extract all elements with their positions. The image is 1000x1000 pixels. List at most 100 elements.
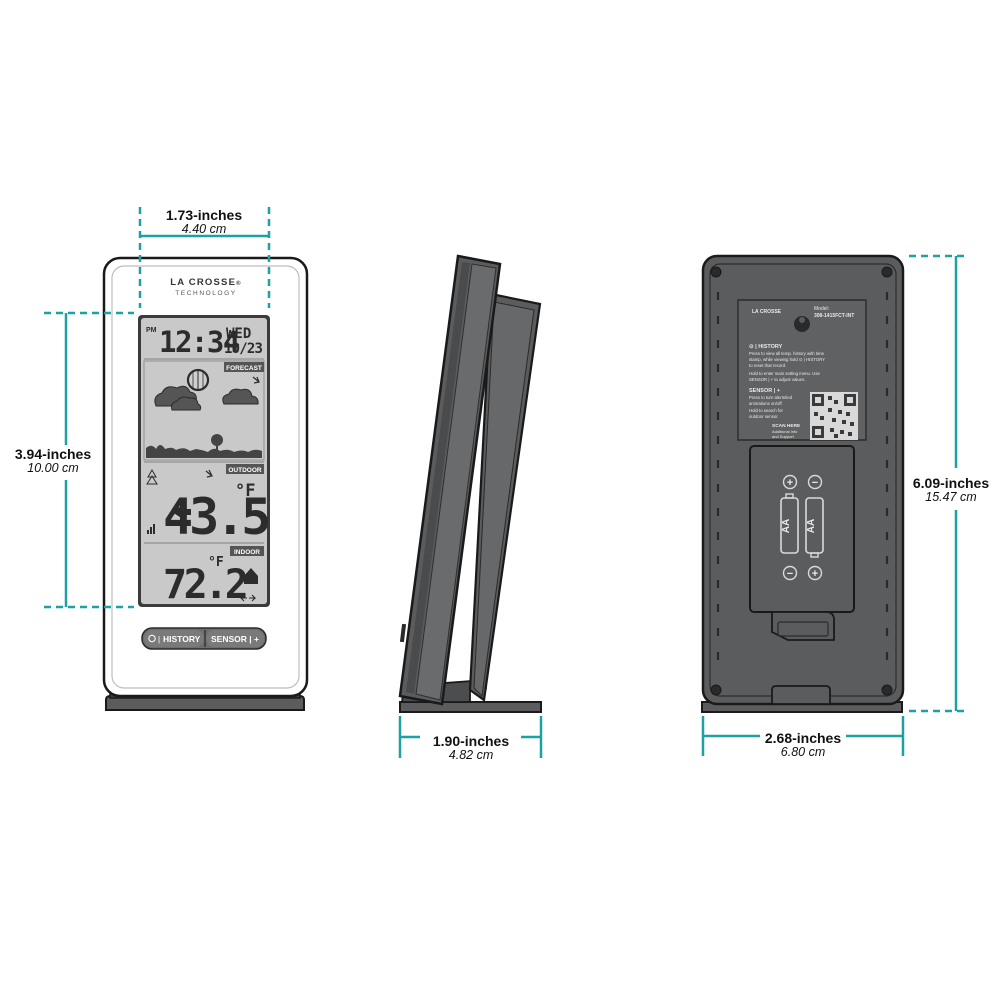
sensor-text-4: outdoor sensor.: [749, 414, 779, 419]
clock-time: 12:34: [159, 325, 240, 359]
sensor-text-2: animations on/off: [749, 401, 782, 406]
svg-text:−: −: [787, 568, 793, 580]
back-width-dimension: 2.68-inches 6.80 cm: [701, 716, 905, 759]
scan-text-1: Additional Info: [772, 429, 798, 434]
forecast-badge: [224, 362, 264, 372]
front-height-dimension: 3.94-inches 10.00 cm: [15, 311, 134, 609]
back-width-secondary: 6.80 cm: [781, 745, 825, 759]
back-height-primary: 6.09-inches: [913, 475, 989, 491]
battery-icon-2: AA: [805, 497, 824, 558]
minus-icon-bottom: −: [782, 565, 798, 581]
outdoor-label: OUTDOOR: [228, 467, 262, 474]
back-model: 308-1415FCT-INT: [814, 313, 854, 319]
forecast-panel: [143, 360, 265, 461]
screw-icon-bottom-right: [881, 684, 893, 696]
scan-title: SCAN HERE: [772, 423, 801, 429]
front-body-inner: [111, 265, 300, 689]
history-text-1: Press to view all temp. history with tim…: [749, 351, 825, 356]
trend-arrow-icon: [205, 469, 213, 478]
qr-code-icon: [810, 392, 858, 440]
sync-arrows-icon: [240, 594, 257, 602]
svg-text:+: +: [787, 477, 793, 489]
side-depth-secondary: 4.82 cm: [449, 748, 493, 762]
plus-icon-bottom: +: [807, 565, 823, 581]
battery-cover-latch-grip: [777, 621, 829, 637]
front-height-primary: 3.94-inches: [15, 446, 91, 462]
cloud-icon-small: [171, 396, 202, 411]
history-text-2: stamp, while viewing hold ⊙ | HISTORY: [749, 357, 825, 362]
battery-cover-latch[interactable]: [771, 611, 835, 641]
sensor-title: SENSOR | +: [749, 388, 780, 394]
back-height-secondary: 15.47 cm: [925, 490, 976, 504]
sensor-button-label: SENSOR | +: [211, 634, 259, 644]
back-view: LA CROSSE Model: 308-1415FCT-INT ⊙ | HIS…: [701, 254, 905, 713]
outdoor-badge: [226, 464, 264, 474]
svg-text:−: −: [812, 477, 818, 489]
side-view: [398, 254, 542, 713]
back-stand-foot: [771, 685, 831, 705]
history-button[interactable]: | HISTORY: [144, 630, 204, 647]
history-title: ⊙ | HISTORY: [749, 344, 783, 350]
side-base: [399, 701, 542, 713]
history-text-4: Hold to enter main setting menu. Use: [749, 371, 821, 376]
back-height-dimension: 6.09-inches 15.47 cm: [909, 254, 989, 713]
hang-hole-icon: [794, 316, 810, 332]
history-separator: |: [158, 635, 160, 644]
history-button-label: HISTORY: [163, 634, 201, 644]
forecast-label: FORECAST: [226, 365, 262, 372]
front-width-primary: 1.73-inches: [166, 207, 242, 223]
screw-icon-bottom-left: [710, 684, 722, 696]
battery-icon-1: AA: [780, 493, 799, 554]
front-height-secondary: 10.00 cm: [27, 461, 78, 475]
landscape-icon: [146, 445, 262, 458]
indoor-temp-unit: °F: [208, 555, 224, 570]
tree-icon: [211, 434, 223, 451]
battery-1-label: AA: [781, 519, 792, 533]
brand-sub: TECHNOLOGY: [175, 290, 237, 297]
signal-bars-icon: [147, 524, 155, 534]
clock-ampm: PM: [146, 327, 157, 334]
sensor-text-1: Press to turn alerts/led: [749, 395, 793, 400]
outdoor-trend-arrow-icon: [172, 505, 191, 519]
sensor-text-3: Hold to search for: [749, 408, 783, 413]
back-model-label: Model:: [814, 306, 829, 312]
battery-cover: [749, 445, 855, 613]
minus-icon-top: −: [807, 474, 823, 490]
front-view: LA CROSSE® TECHNOLOGY PM 12:34 WED 10/23…: [102, 256, 309, 711]
front-width-dimension: 1.73-inches 4.40 cm: [138, 207, 271, 308]
front-width-secondary: 4.40 cm: [182, 222, 226, 236]
plus-icon-top: +: [782, 474, 798, 490]
outdoor-tree-icon: [146, 468, 158, 485]
brand-name: LA CROSSE®: [170, 277, 242, 288]
sensor-button[interactable]: SENSOR | +: [206, 630, 264, 647]
house-icon: [244, 568, 258, 584]
side-body-edge: [406, 262, 470, 694]
sun-icon: [186, 368, 210, 392]
history-text-3: to reset that record.: [749, 363, 786, 368]
side-depth-dimension: 1.90-inches 4.82 cm: [398, 716, 543, 762]
back-width-primary: 2.68-inches: [765, 730, 841, 746]
history-text-5: SENSOR | + to adjust values.: [749, 377, 805, 382]
back-brand: LA CROSSE: [752, 309, 782, 315]
indoor-badge: [230, 546, 264, 556]
screw-icon-top-right: [881, 266, 893, 278]
outdoor-temp-value: 43.5: [163, 488, 268, 546]
vent-slots: [716, 292, 889, 660]
cloud-icon-right: [222, 388, 259, 405]
indoor-temp-value: 72.2: [163, 562, 246, 608]
side-body-face: [415, 263, 497, 701]
side-depth-primary: 1.90-inches: [433, 733, 509, 749]
clock-date: 10/23: [224, 341, 263, 357]
forecast-arrow-icon: [252, 376, 260, 384]
svg-text:+: +: [812, 568, 818, 580]
indoor-label: INDOOR: [234, 549, 260, 556]
screw-icon-top-left: [710, 266, 722, 278]
history-icon: [148, 634, 156, 643]
side-button: [399, 623, 407, 643]
battery-2-label: AA: [806, 519, 817, 533]
scan-text-2: and Support: [772, 434, 795, 439]
side-stand-face: [473, 301, 535, 698]
outdoor-temp-unit: °F: [235, 481, 255, 501]
clock-day: WED: [226, 326, 251, 342]
